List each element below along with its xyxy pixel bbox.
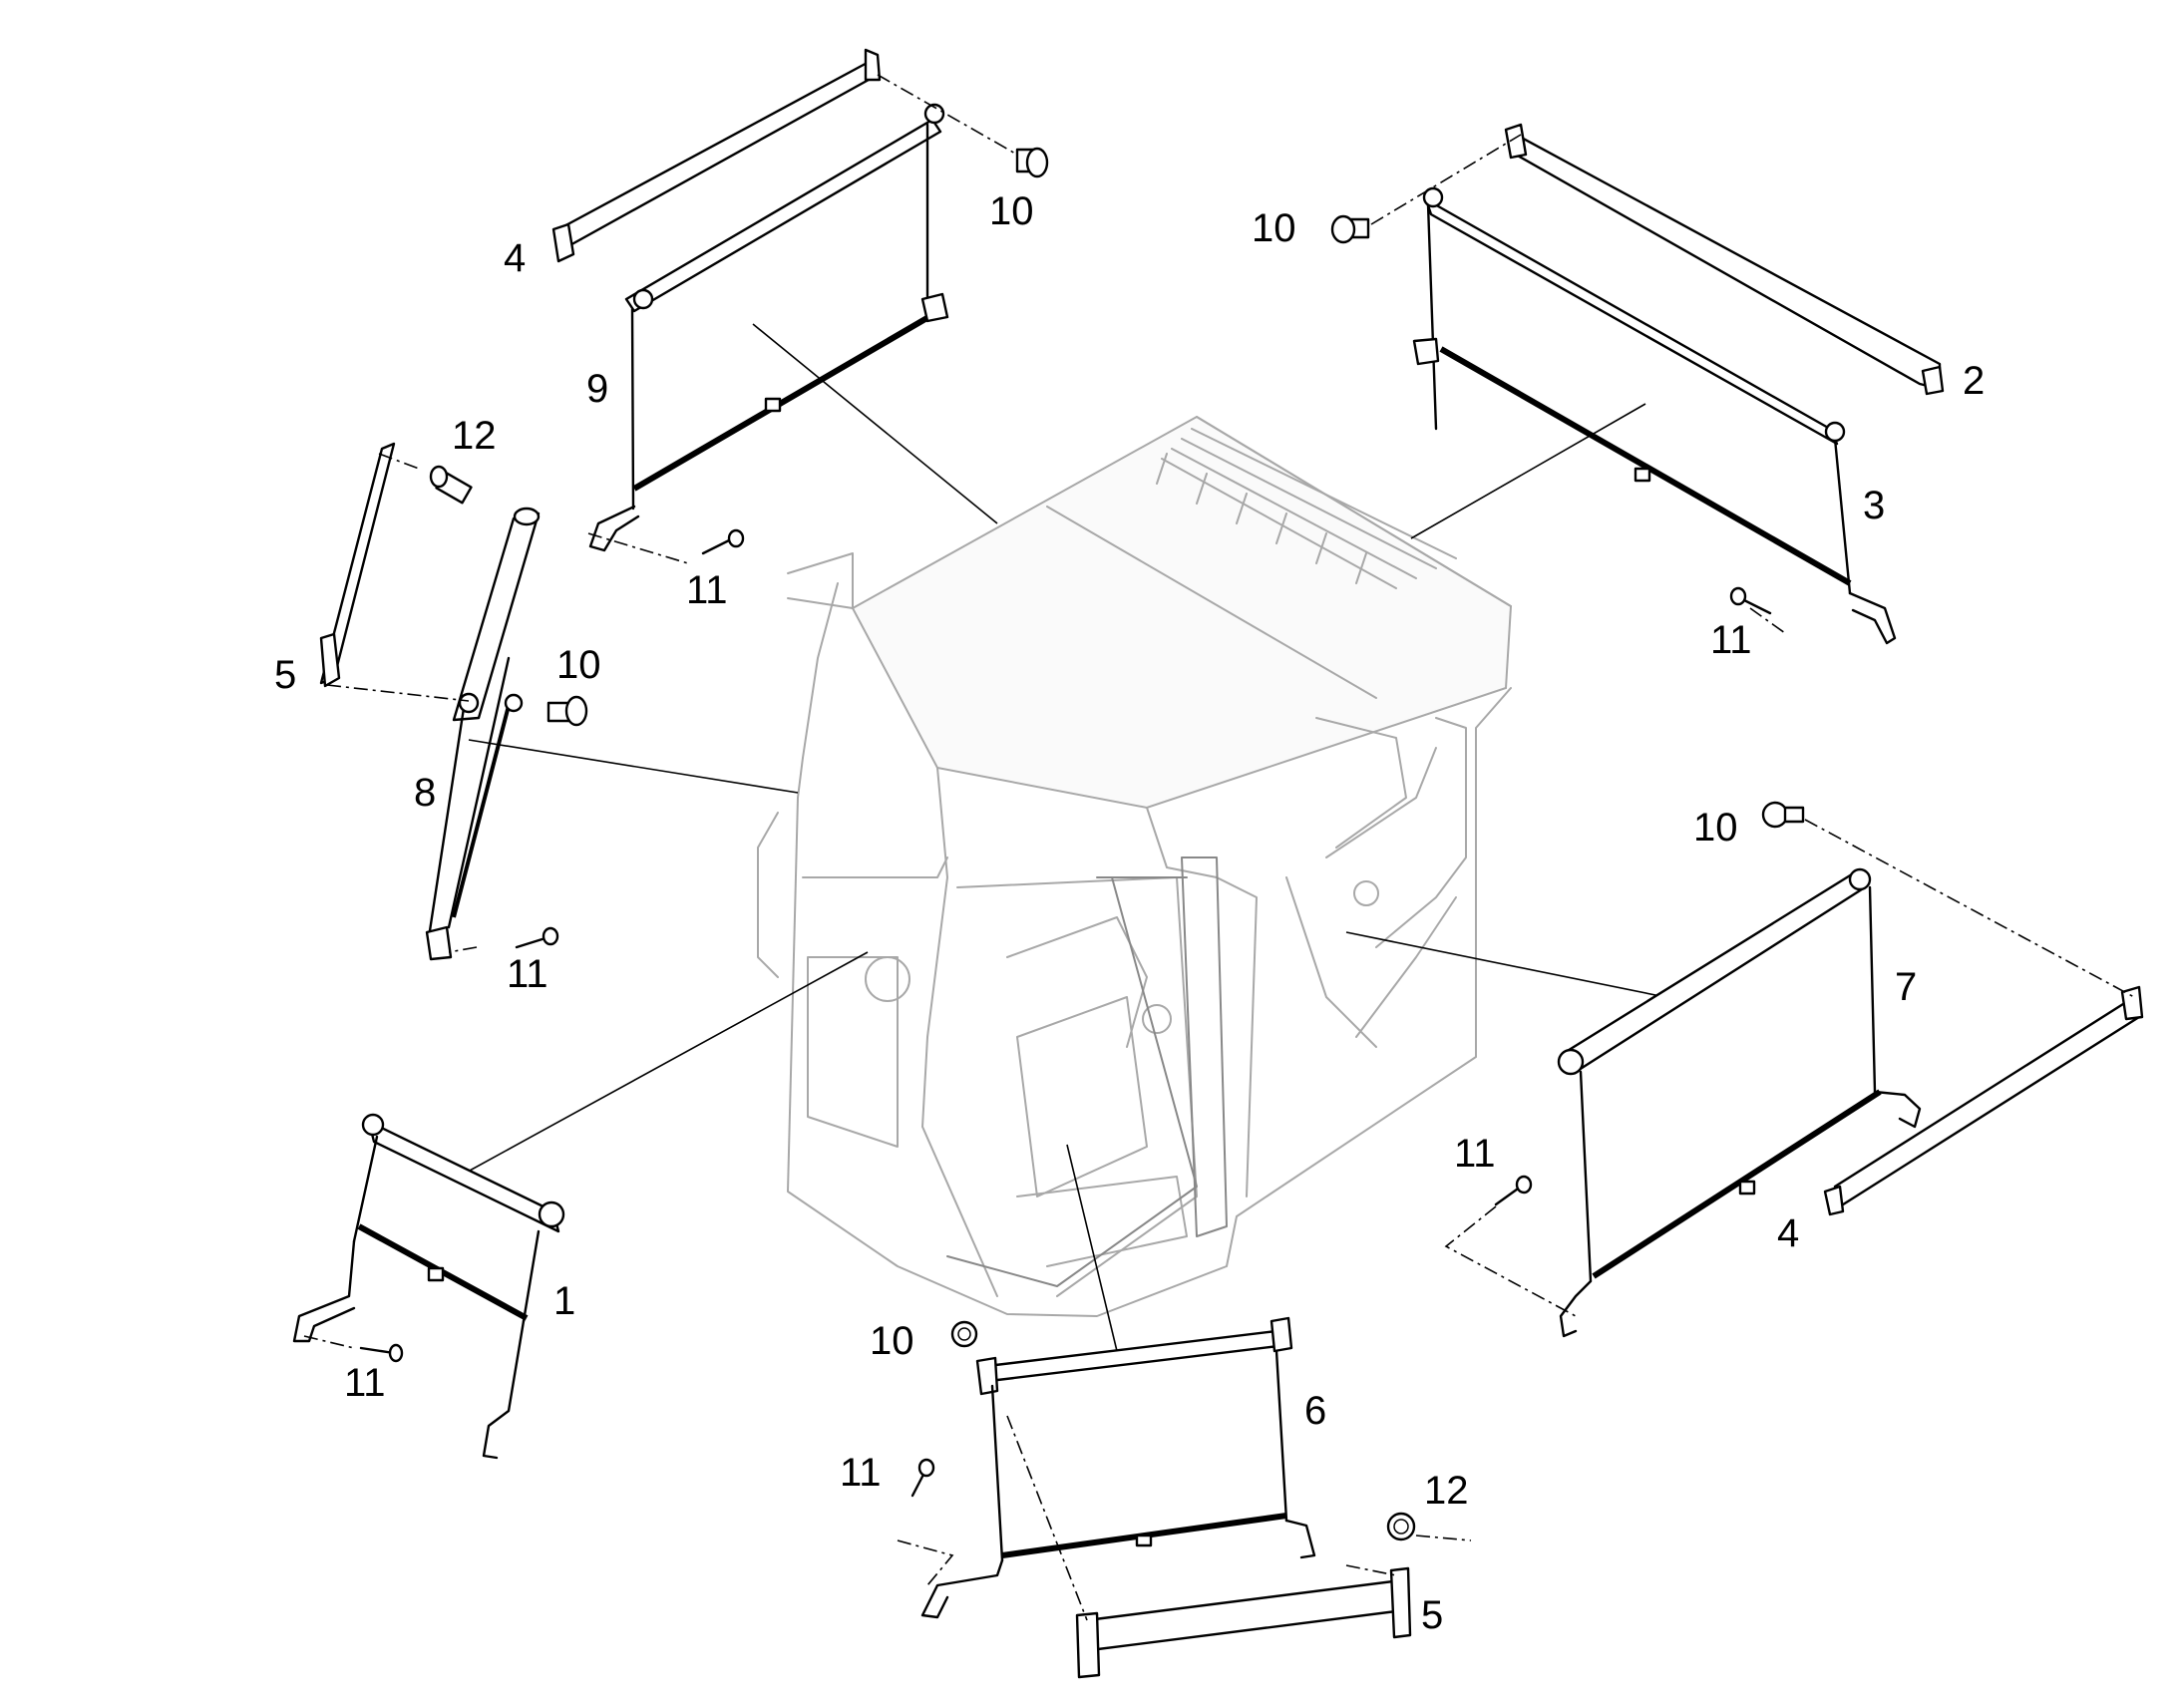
bracket-5-bottom	[1075, 1566, 1412, 1679]
callout-6: 6	[1304, 1389, 1326, 1433]
alignment-lines	[303, 74, 2135, 1621]
bolt-10-left	[546, 695, 588, 727]
bolt-10-top-left	[1015, 147, 1049, 178]
callout-11-right: 11	[1454, 1132, 1496, 1176]
pin-12-left	[429, 465, 473, 505]
callout-9: 9	[586, 367, 608, 411]
sunblind-7	[1557, 867, 1922, 1338]
callout-11-top-right: 11	[1710, 618, 1752, 662]
callout-7: 7	[1895, 965, 1917, 1009]
screw-11-bottom-left	[359, 1343, 404, 1363]
cab-body	[757, 415, 1513, 1317]
callout-4-right: 4	[1777, 1211, 1799, 1255]
screw-11-top-left	[701, 528, 745, 555]
leader-lines	[458, 323, 1666, 1352]
pin-12-bottom	[1386, 1512, 1416, 1541]
fasteners	[359, 147, 1805, 1541]
bracket-4-right	[1823, 985, 2144, 1216]
callout-11-left: 11	[507, 952, 548, 996]
callout-10-left: 10	[556, 643, 601, 687]
bolt-10-right	[1761, 801, 1805, 829]
callout-1: 1	[553, 1279, 575, 1323]
sunblind-3	[1412, 123, 1945, 645]
bolt-10-top-right	[1330, 214, 1370, 244]
callout-12-left: 12	[452, 414, 497, 458]
callout-10-bottom: 10	[870, 1319, 914, 1363]
callout-4-top: 4	[504, 236, 526, 280]
callout-10-top-left: 10	[989, 189, 1034, 233]
callout-5-left: 5	[274, 653, 296, 697]
roof-vent-grille	[1156, 428, 1457, 589]
callout-10-right: 10	[1693, 806, 1738, 850]
sunblind-9	[551, 48, 949, 552]
callout-11-bottom-left: 11	[344, 1361, 386, 1405]
callout-8: 8	[414, 771, 436, 815]
cab-roof	[851, 415, 1513, 810]
callout-5-bottom: 5	[1421, 1593, 1443, 1637]
screw-11-right	[1494, 1175, 1533, 1206]
callout-10-top-right: 10	[1252, 206, 1296, 250]
screw-11-bottom	[910, 1458, 935, 1498]
callout-11-top-left: 11	[686, 568, 728, 612]
callout-2: 2	[1963, 359, 1985, 403]
sunblind-1	[292, 1113, 565, 1460]
sunblind-8	[319, 442, 541, 961]
screw-11-top-right	[1729, 586, 1772, 615]
bolt-10-bottom	[950, 1320, 978, 1348]
callout-12-bottom: 12	[1424, 1469, 1469, 1513]
callout-11-bottom: 11	[840, 1451, 882, 1495]
callout-3: 3	[1863, 484, 1885, 527]
screw-11-left	[515, 926, 559, 949]
callout-labels: 1 2 3 4 4 5 5 6 7 8 9 10 10 10 10 10 11 …	[274, 189, 1985, 1637]
sunblind-6	[920, 1316, 1316, 1619]
